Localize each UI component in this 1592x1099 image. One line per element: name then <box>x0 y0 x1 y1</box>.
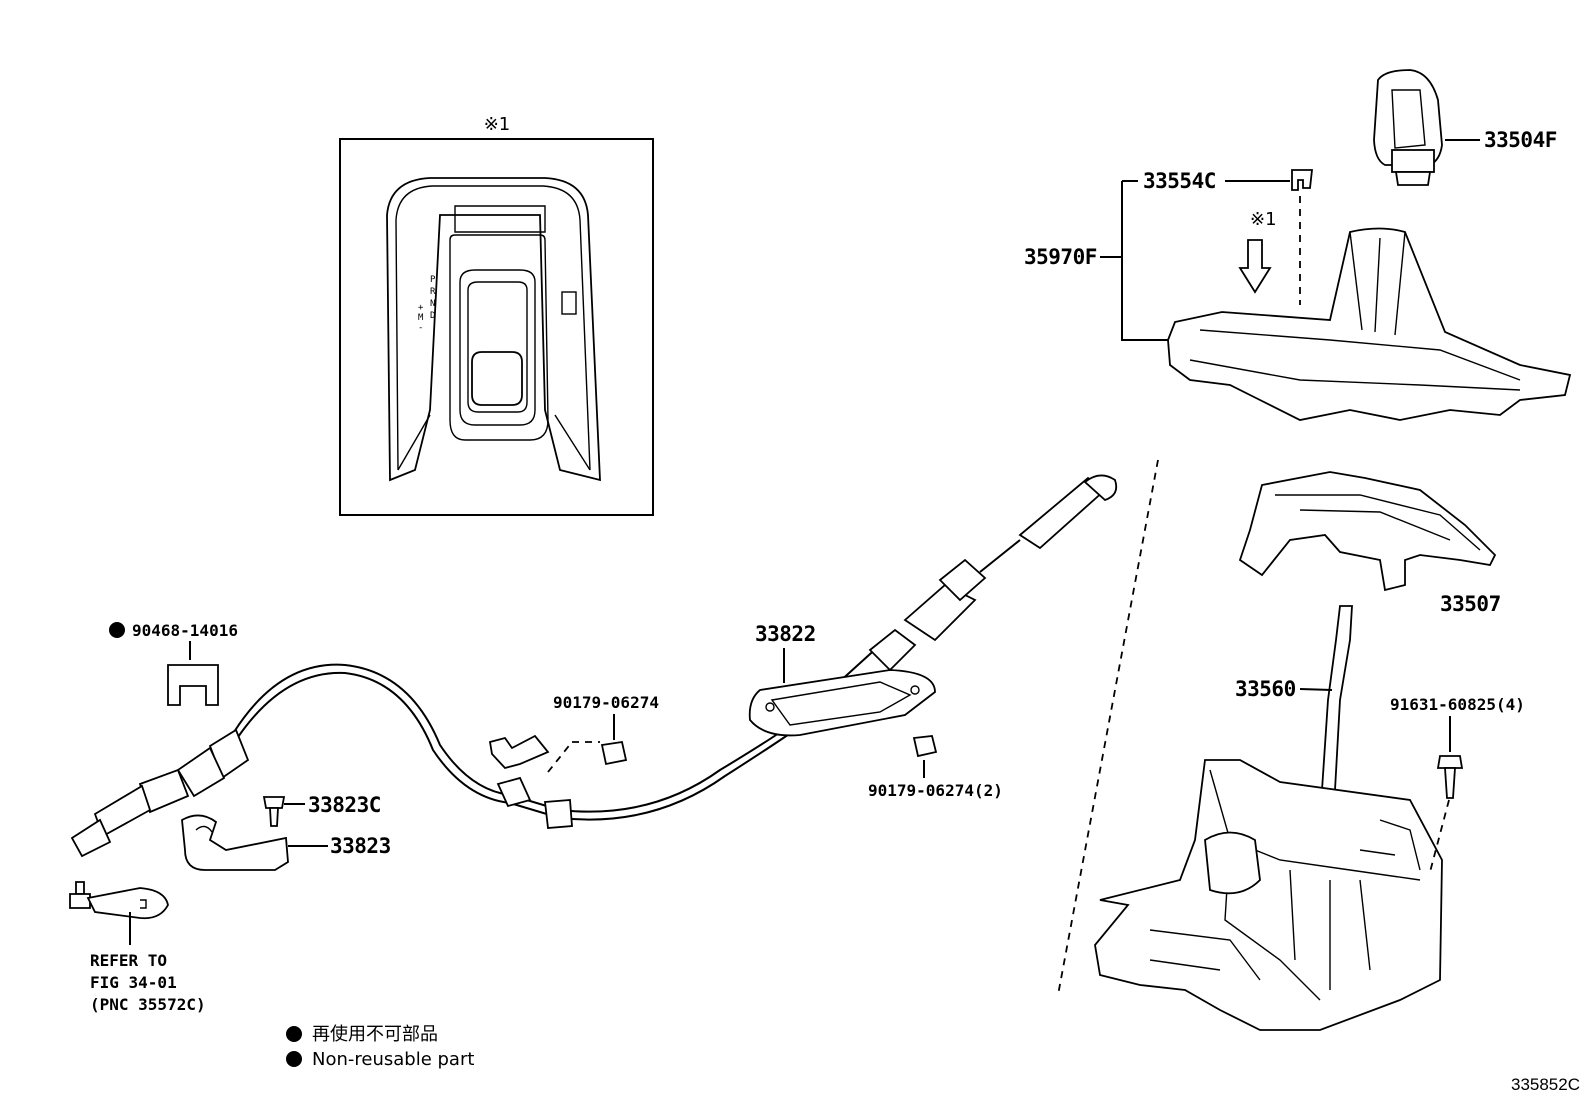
shift-knob: 33504F <box>1373 69 1557 186</box>
shift-boot-console-35970F: 35970F ※1 <box>1024 209 1572 421</box>
svg-text:D: D <box>430 311 435 321</box>
non-reusable-dot <box>109 622 125 638</box>
label-90468: 90468-14016 <box>132 621 238 640</box>
label-33507: 33507 <box>1440 592 1501 616</box>
svg-text:-: - <box>418 323 423 333</box>
figure-id: 335852C <box>1511 1075 1580 1094</box>
refer-note: REFER TO FIG 34-01 (PNC 35572C) <box>90 951 206 1014</box>
label-90179-b: 90179-06274(2) <box>868 781 1003 800</box>
inset-ref-marker: ※1 <box>1250 209 1277 230</box>
gear-indicator: P R N D + M - <box>418 275 436 333</box>
nut-90179-06274-2: 90179-06274(2) <box>868 735 1003 800</box>
legend-en: Non-reusable part <box>312 1049 474 1070</box>
legend-dot-jp <box>286 1026 302 1042</box>
clip-90468-14016: 90468-14016 <box>109 621 238 706</box>
legend: 再使用不可部品 Non-reusable part <box>286 1024 474 1070</box>
label-33822: 33822 <box>755 622 816 646</box>
bracket-33823: 33823 <box>181 814 391 871</box>
bracket-33507: 33507 <box>1238 471 1501 616</box>
label-33560: 33560 <box>1235 677 1296 701</box>
inset-box <box>339 138 654 516</box>
bolt-91631-60825: 91631-60825(4) <box>1390 695 1525 873</box>
shift-lever-assy-33560: 33560 <box>1094 605 1443 1031</box>
retainer-plate-33822: 33822 <box>748 622 936 737</box>
svg-text:REFER TO: REFER TO <box>90 951 167 970</box>
legend-jp: 再使用不可部品 <box>312 1024 438 1045</box>
label-33554C: 33554C <box>1143 169 1216 193</box>
label-33504F: 33504F <box>1484 128 1557 152</box>
cable-end-adjuster <box>794 474 1118 723</box>
screw-33823C: 33823C <box>262 793 381 827</box>
label-33823: 33823 <box>330 834 391 858</box>
label-91631: 91631-60825(4) <box>1390 695 1525 714</box>
svg-text:P: P <box>430 275 436 285</box>
legend-dot-en <box>286 1051 302 1067</box>
inset-detail: ※1 P R N D + M - <box>339 114 654 516</box>
nut-90179-06274: 90179-06274 <box>553 693 659 766</box>
svg-text:+: + <box>418 303 424 313</box>
label-90179-a: 90179-06274 <box>553 693 659 712</box>
svg-text:R: R <box>430 287 436 297</box>
clip-33554C: 33554C <box>1121 169 1314 341</box>
inset-marker-label: ※1 <box>484 114 511 135</box>
label-33823C: 33823C <box>308 793 381 817</box>
svg-text:(PNC 35572C): (PNC 35572C) <box>90 995 206 1014</box>
shift-cable <box>70 663 799 858</box>
lever-pin <box>69 881 169 945</box>
svg-text:N: N <box>430 299 435 309</box>
svg-text:M: M <box>418 313 424 323</box>
svg-text:FIG 34-01: FIG 34-01 <box>90 973 177 992</box>
console-bezel-illustration <box>386 177 601 482</box>
label-35970F: 35970F <box>1024 245 1097 269</box>
